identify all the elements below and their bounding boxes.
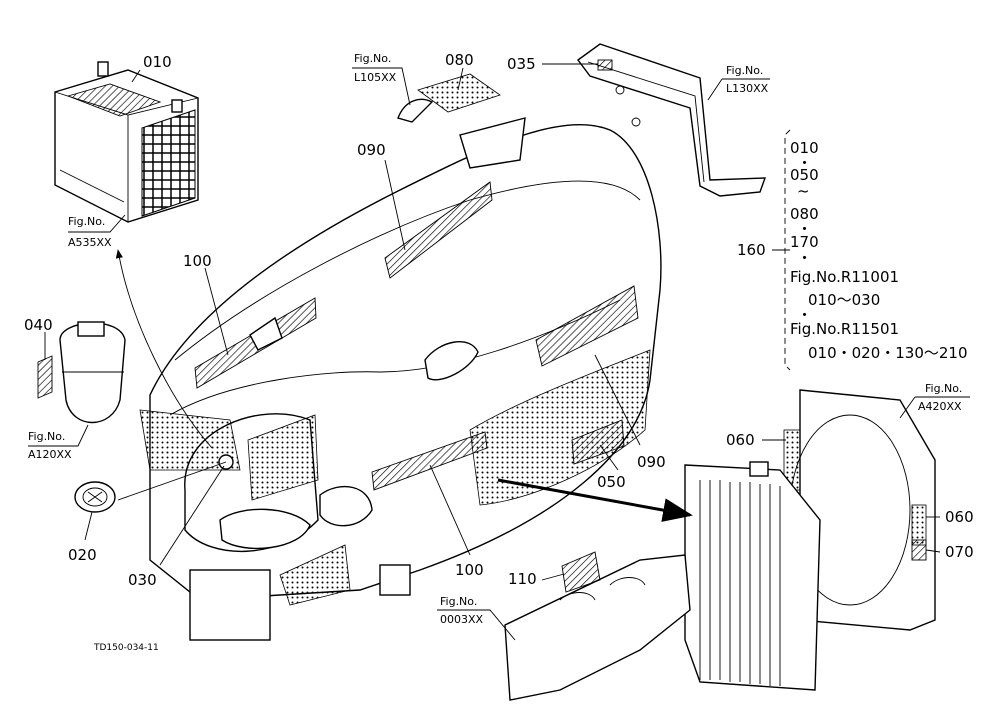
svg-text:110: 110	[508, 570, 537, 588]
svg-text:010～030: 010～030	[808, 291, 880, 309]
callout-070: 070	[925, 543, 974, 561]
svg-text:Fig.No.: Fig.No.	[925, 382, 962, 395]
bracket-list: 010 ・ 050 ~ 080 ・ 170 ・ Fig.No.R11001 01…	[784, 129, 968, 371]
svg-text:010: 010	[790, 139, 819, 157]
svg-text:Fig.No.R11001: Fig.No.R11001	[790, 268, 899, 286]
decal-080	[417, 73, 501, 113]
decal-060-right	[911, 504, 927, 546]
callout-160: 160	[737, 241, 790, 259]
svg-text:060: 060	[726, 431, 755, 449]
decal-070	[911, 539, 927, 561]
callout-035: 035	[507, 55, 598, 73]
svg-text:080: 080	[790, 205, 819, 223]
svg-text:・: ・	[797, 306, 812, 324]
callout-050: 050	[597, 444, 626, 491]
svg-text:Fig.No.: Fig.No.	[354, 52, 391, 65]
frame-lower	[504, 551, 691, 701]
fuel-filter	[37, 321, 126, 424]
fig-ref-0003: Fig.No. 0003XX	[437, 595, 516, 641]
svg-text:030: 030	[128, 571, 157, 589]
grille-right	[469, 349, 651, 506]
svg-text:Fig.No.: Fig.No.	[28, 430, 65, 443]
svg-text:040: 040	[24, 316, 53, 334]
svg-text:050: 050	[790, 166, 819, 184]
svg-text:035: 035	[507, 55, 536, 73]
fig-ref-a535: Fig.No. A535XX	[68, 214, 126, 249]
svg-text:0003XX: 0003XX	[440, 613, 484, 626]
svg-text:160: 160	[737, 241, 766, 259]
fig-ref-a420: Fig.No. A420XX	[899, 382, 970, 419]
callout-040: 040	[24, 316, 53, 360]
decal-090-top	[384, 181, 493, 279]
svg-text:Fig.No.R11501: Fig.No.R11501	[790, 320, 899, 338]
decal-100-side	[371, 431, 488, 491]
svg-text:090: 090	[357, 141, 386, 159]
svg-text:A535XX: A535XX	[68, 236, 112, 249]
vent-part-l105	[397, 98, 434, 123]
callout-010: 010	[131, 53, 172, 83]
svg-text:060: 060	[945, 508, 974, 526]
arrow-to-battery	[115, 249, 213, 449]
decal-front-logo	[535, 285, 639, 367]
panel-035	[577, 43, 767, 197]
svg-text:L130XX: L130XX	[726, 82, 769, 95]
figure-code: TD150-034-11	[93, 643, 159, 653]
fig-ref-l130: Fig.No. L130XX	[707, 64, 770, 101]
callout-030: 030	[128, 465, 225, 589]
svg-text:100: 100	[183, 252, 212, 270]
svg-text:A120XX: A120XX	[28, 448, 72, 461]
svg-text:070: 070	[945, 543, 974, 561]
callout-100-top: 100	[183, 252, 229, 356]
callout-090-side: 090	[594, 354, 666, 471]
svg-text:050: 050	[597, 473, 626, 491]
battery-illustration	[54, 61, 199, 223]
decal-050	[571, 419, 625, 465]
svg-text:170: 170	[790, 233, 819, 251]
callout-100-side: 100	[429, 464, 484, 579]
decal-110	[561, 551, 601, 593]
svg-text:Fig.No.: Fig.No.	[440, 595, 477, 608]
callout-090-top: 090	[357, 141, 406, 251]
svg-text:100: 100	[455, 561, 484, 579]
svg-text:A420XX: A420XX	[918, 400, 962, 413]
svg-text:020: 020	[68, 546, 97, 564]
callout-080: 080	[445, 51, 474, 91]
arrow-to-cap	[117, 461, 227, 501]
svg-text:Fig.No.: Fig.No.	[726, 64, 763, 77]
callout-110: 110	[508, 570, 565, 588]
svg-text:090: 090	[637, 453, 666, 471]
svg-text:・: ・	[797, 220, 812, 238]
arrow-to-radiator	[497, 478, 693, 522]
svg-text:・: ・	[797, 154, 812, 172]
callout-060-right: 060	[926, 508, 974, 526]
svg-text:080: 080	[445, 51, 474, 69]
fig-ref-l105: Fig.No. L105XX	[352, 52, 411, 106]
svg-text:・: ・	[797, 249, 812, 267]
cap-020	[74, 481, 116, 513]
callout-060-left: 060	[726, 431, 786, 449]
svg-text:~: ~	[797, 182, 810, 200]
radiator-assembly	[684, 389, 936, 691]
svg-text:010・020・130～210: 010・020・130～210	[808, 344, 968, 362]
callout-020: 020	[68, 511, 97, 564]
svg-text:010: 010	[143, 53, 172, 71]
svg-text:Fig.No.: Fig.No.	[68, 215, 105, 228]
svg-text:L105XX: L105XX	[354, 71, 397, 84]
fig-ref-a120: Fig.No. A120XX	[28, 424, 89, 461]
hood-assembly	[139, 117, 662, 641]
